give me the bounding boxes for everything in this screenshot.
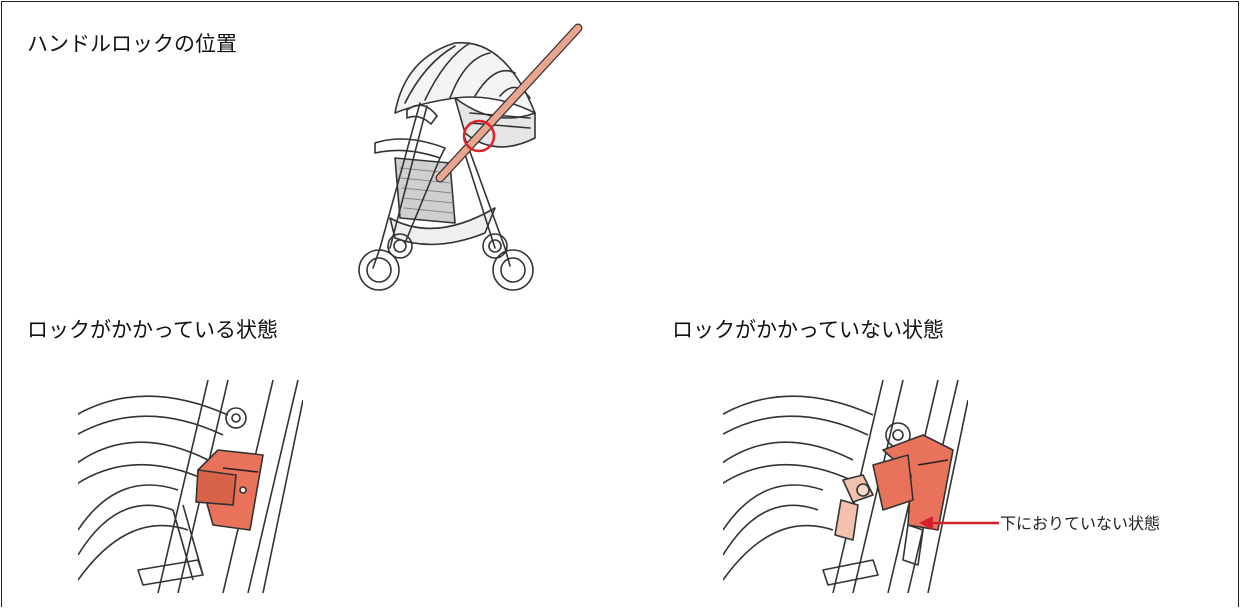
stroller-illustration <box>358 23 583 291</box>
callout-not-lowered-label: 下におりていない状態 <box>1000 514 1161 533</box>
handle-lock-unlocked-illustration <box>723 380 968 593</box>
callout-arrow <box>919 516 999 530</box>
heading-unlocked-state: ロックがかかっていない状態 <box>672 318 944 342</box>
handle-lock-locked-illustration <box>78 380 303 593</box>
heading-handle-lock-position: ハンドルロックの位置 <box>27 32 237 56</box>
heading-locked-state: ロックがかかっている状態 <box>27 318 278 342</box>
